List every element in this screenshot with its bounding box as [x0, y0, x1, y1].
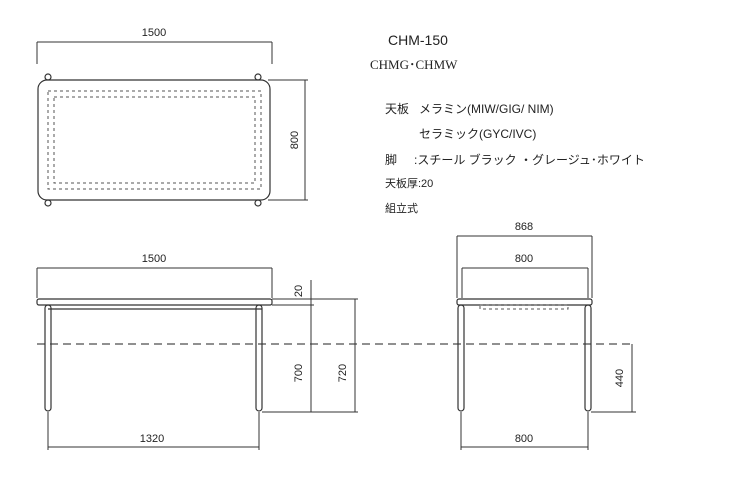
plan-leg-tr: [254, 73, 262, 81]
side-leg-left: [457, 304, 465, 412]
front-view: 1500 1320 20 700 720: [36, 253, 358, 450]
spec-assembly: 組立式: [385, 203, 418, 215]
side-table-top: [456, 298, 593, 306]
spec-leg-label: 脚: [385, 153, 398, 167]
spec-top-value-2: セラミック(GYC/IVC): [419, 127, 537, 141]
side-top-label: 800: [515, 253, 533, 265]
plan-frame-inner: [53, 96, 256, 184]
spec-top-label: 天板: [385, 102, 410, 116]
spec-top-value-1: メラミン(MIW/GIG/ NIM): [419, 102, 554, 116]
side-hidden-frame: [479, 304, 569, 310]
variant-codes: CHMG･CHMW: [370, 57, 458, 72]
plan-leg-bl: [44, 199, 52, 207]
side-overall-label: 868: [515, 221, 533, 233]
plan-leg-br: [254, 199, 262, 207]
plan-view: 1500 800: [36, 27, 308, 207]
plan-width-label: 1500: [142, 27, 166, 39]
plan-table-top: [37, 79, 271, 201]
front-span-label: 1320: [140, 433, 164, 445]
front-thickness-label: 20: [293, 285, 305, 297]
side-height-label: 440: [614, 369, 626, 387]
side-leg-right: [584, 304, 592, 412]
side-span-label: 800: [515, 433, 533, 445]
plan-depth-label: 800: [289, 131, 301, 149]
model-code: CHM-150: [388, 32, 448, 48]
front-table-top: [36, 298, 273, 306]
front-leg-right: [255, 304, 263, 412]
spec-thickness: 天板厚:20: [385, 178, 434, 190]
front-width-label: 1500: [142, 253, 166, 265]
front-total-height-label: 720: [337, 364, 349, 382]
front-leg-left: [44, 304, 52, 412]
front-frame-height-label: 700: [293, 364, 305, 382]
side-view: 868 800 800 440: [456, 221, 636, 450]
spec-leg-value: :スチール ブラック ・グレージュ･ホワイト: [414, 153, 645, 167]
plan-leg-tl: [44, 73, 52, 81]
plan-frame-outer: [47, 90, 262, 190]
